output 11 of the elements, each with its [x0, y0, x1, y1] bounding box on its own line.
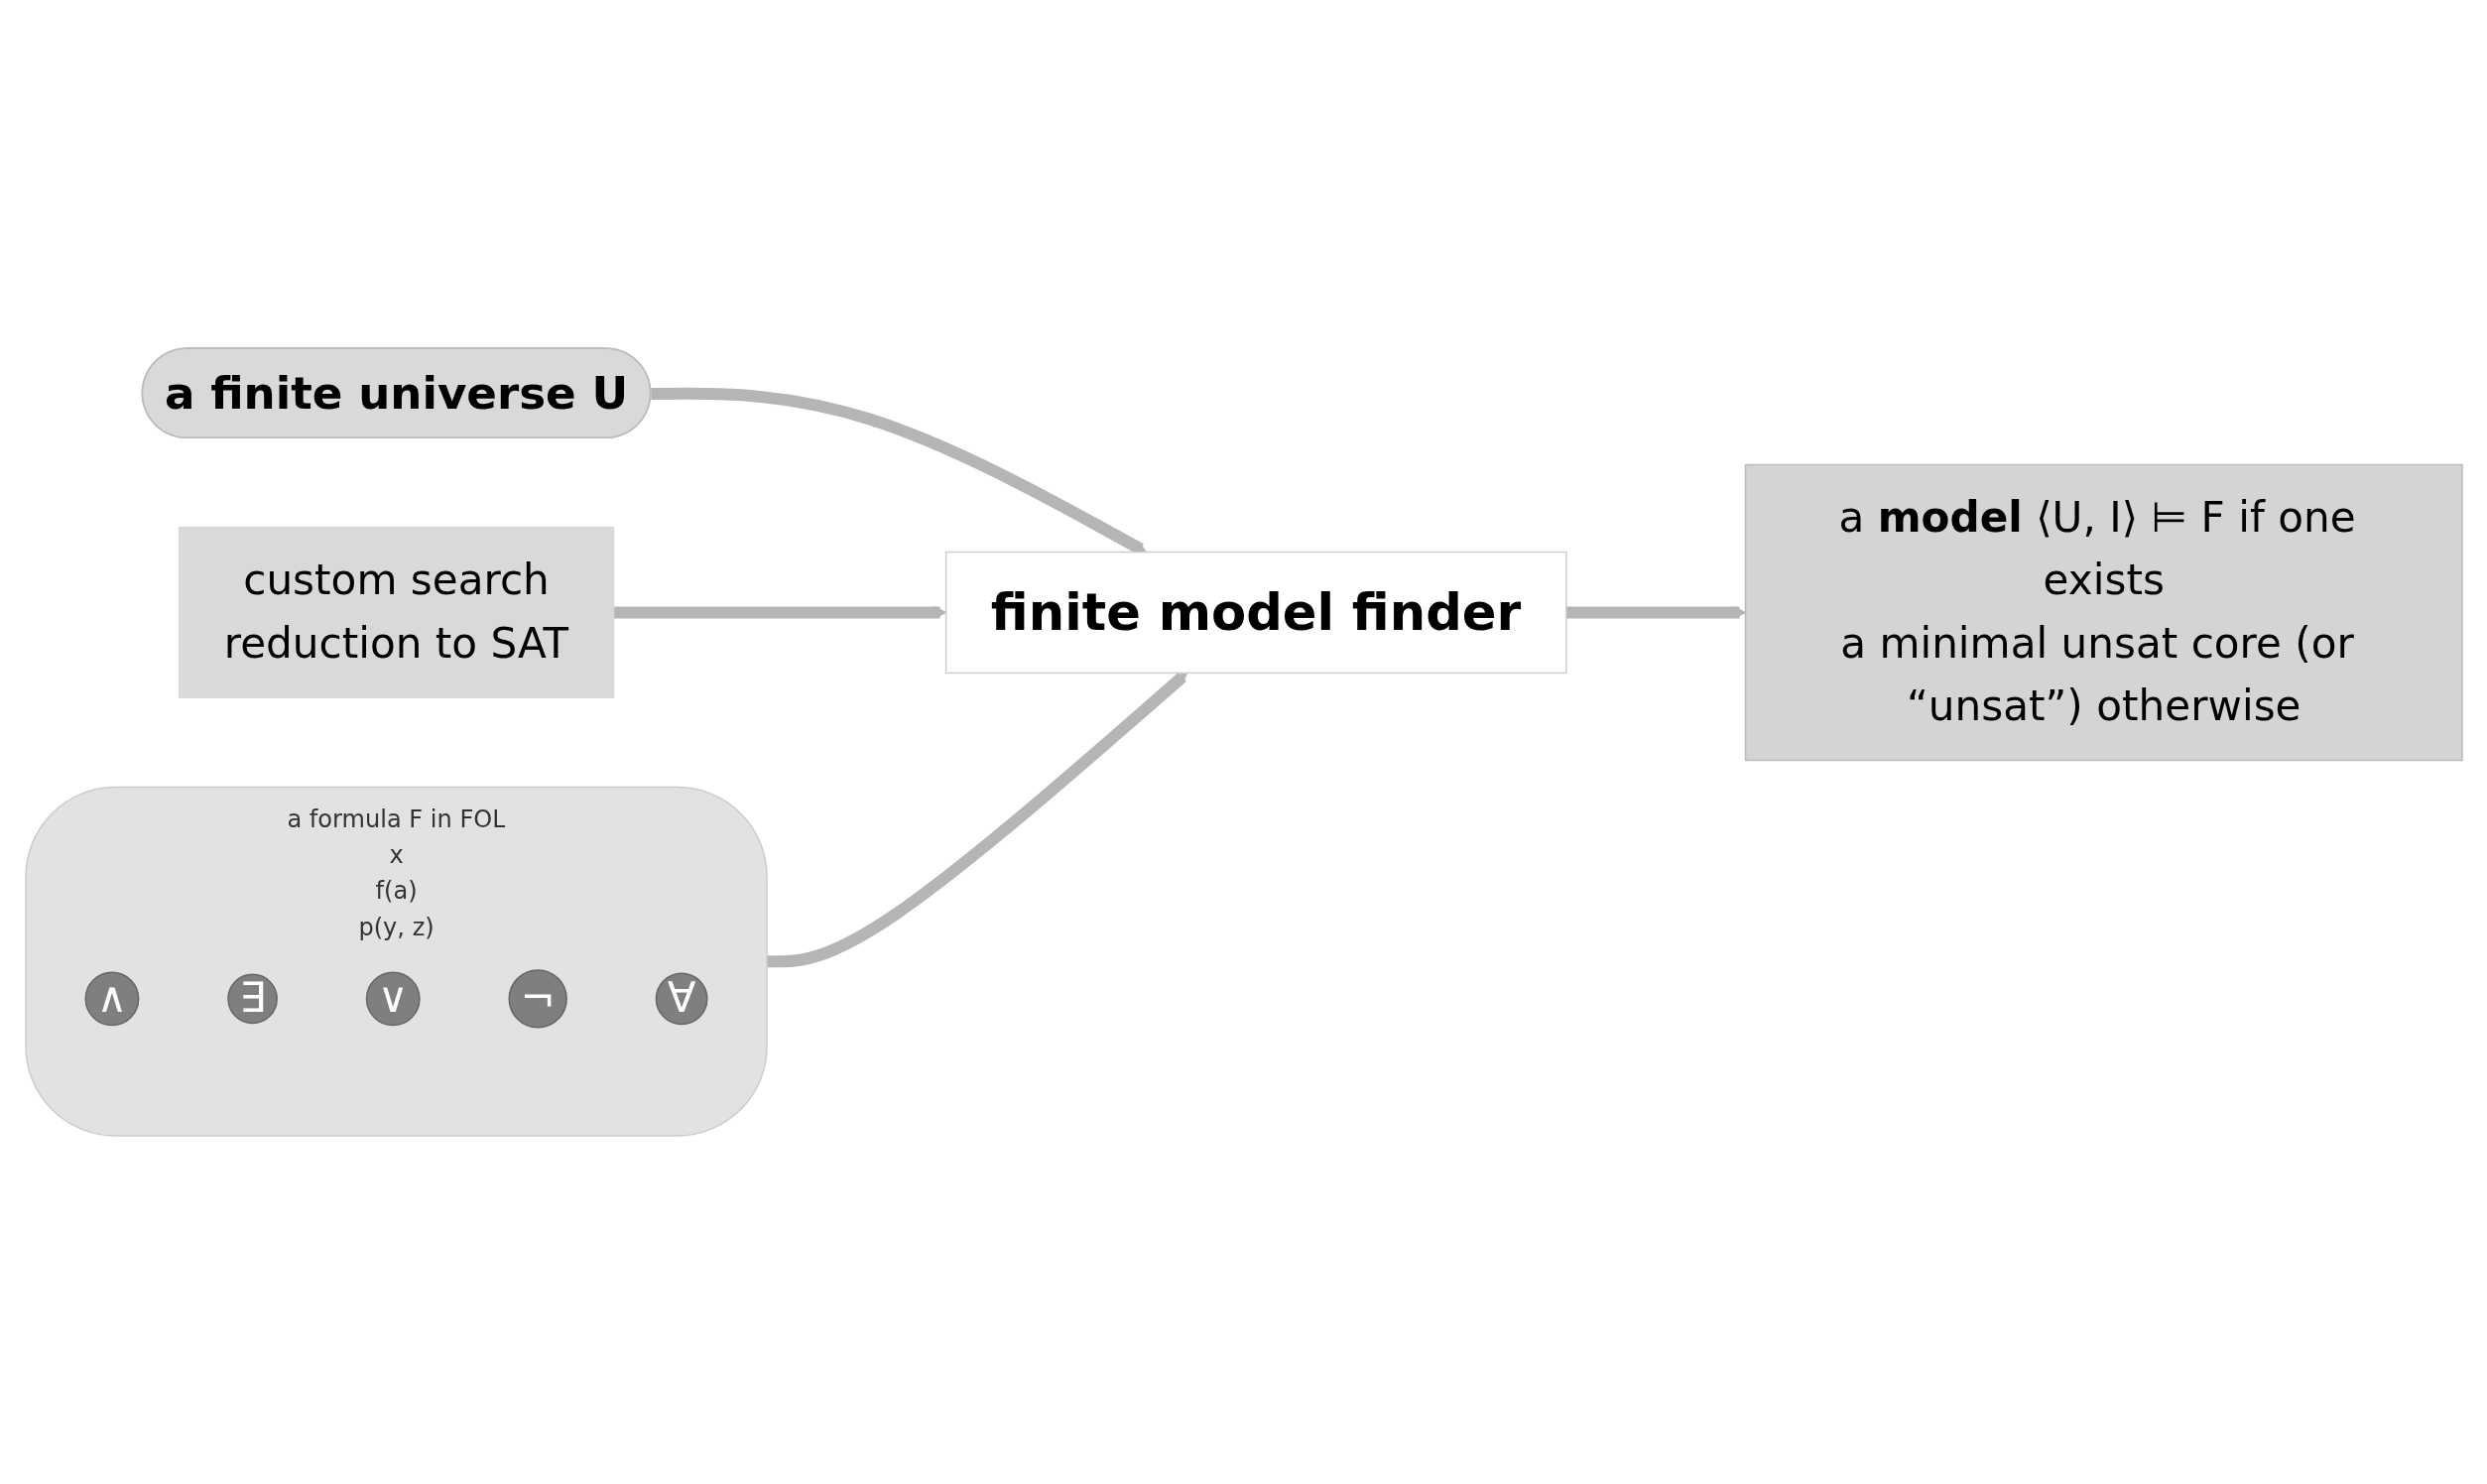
node-circle: ∀: [655, 972, 708, 1026]
node-box: finite model finder: [944, 551, 1567, 675]
node-box: custom search reduction to SAT: [178, 526, 614, 698]
node-circle: ∨: [365, 971, 421, 1027]
arrow: [766, 672, 1187, 968]
node-circle: ∧: [84, 971, 139, 1027]
arrow: [1565, 605, 1746, 620]
node-circle: ¬: [507, 969, 567, 1029]
node-box: a model ⟨U, I⟩ ⊨ F if one exists a minimal unsat core (or “unsat”) otherwise: [1744, 463, 2463, 762]
node-circle: ∃: [226, 973, 278, 1025]
arrow: [613, 605, 946, 620]
